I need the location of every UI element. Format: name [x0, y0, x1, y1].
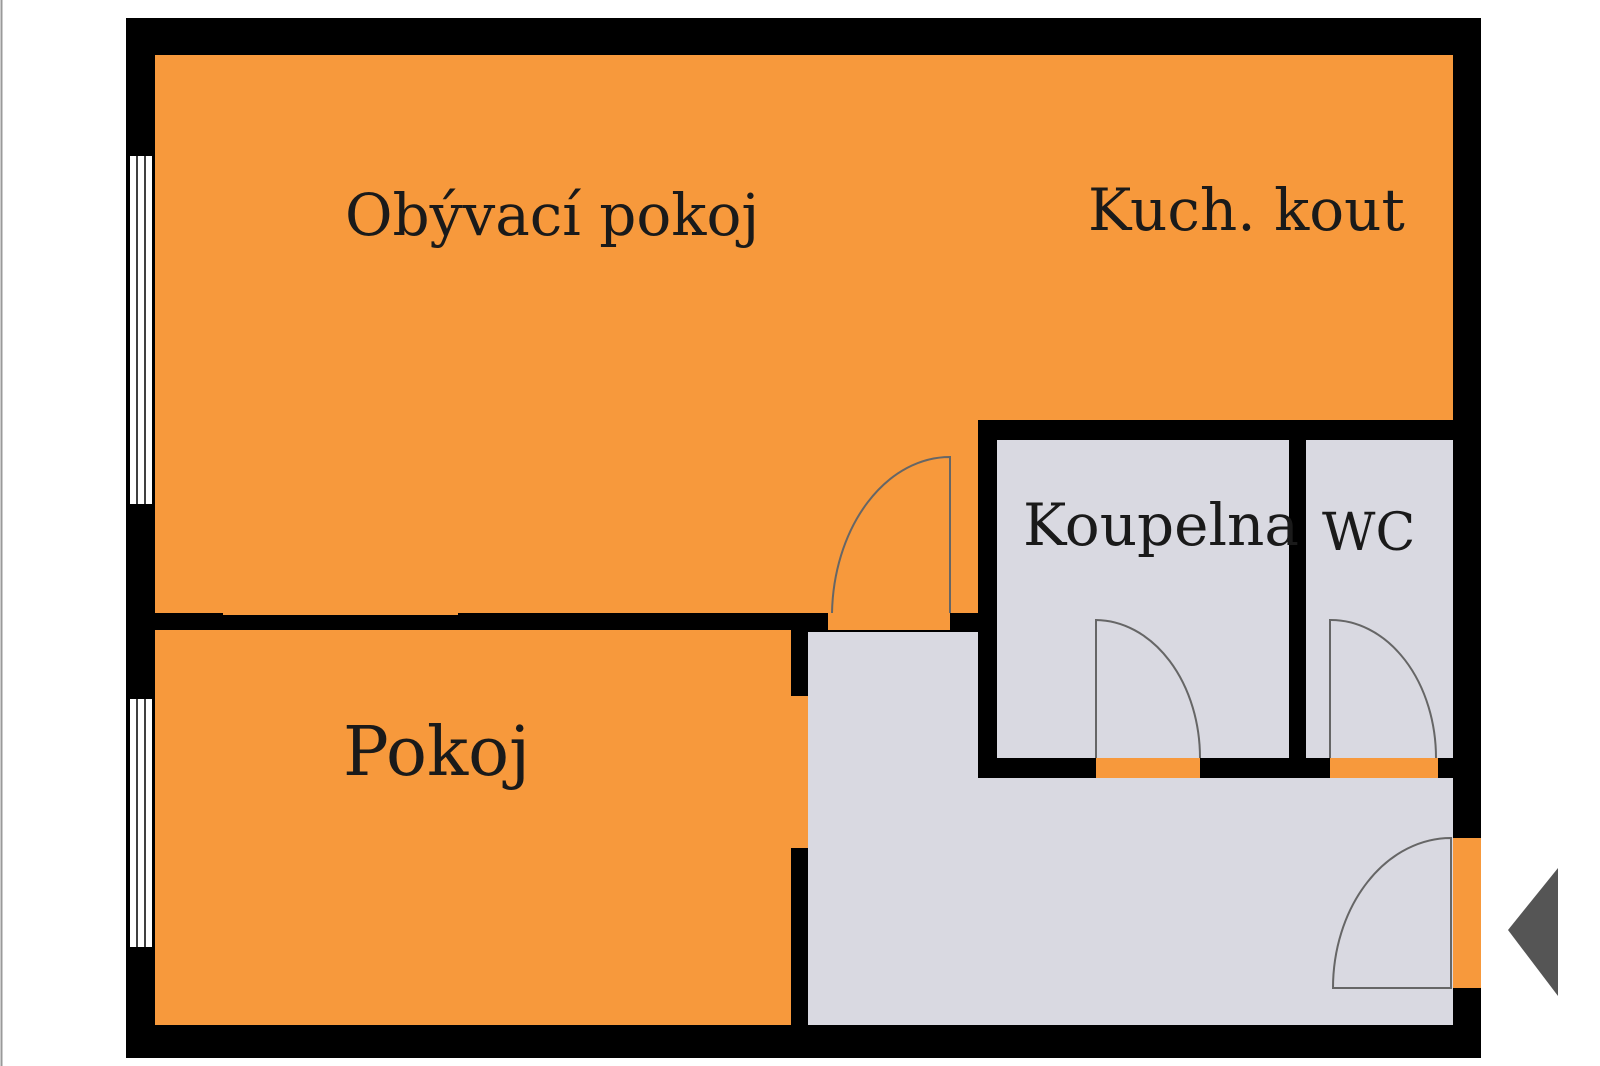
label-living-room: Obývací pokoj — [345, 181, 759, 249]
entrance-door-threshold — [1453, 838, 1481, 988]
label-kitchenette: Kuch. kout — [1088, 176, 1405, 244]
wc-door-threshold — [1330, 758, 1438, 778]
bathroom-area — [997, 440, 1289, 758]
interior-wall-middle — [458, 613, 828, 630]
entrance-arrow-icon — [1508, 868, 1558, 996]
door-swing-icon — [1095, 618, 1201, 759]
label-wc: WC — [1322, 503, 1415, 563]
door-swing-icon — [831, 455, 951, 614]
bedroom-wall-bottom — [791, 848, 808, 1028]
window-icon — [128, 154, 154, 506]
label-bedroom: Pokoj — [343, 713, 530, 792]
hall-door-threshold — [828, 613, 950, 630]
hallway-area — [808, 632, 1453, 1025]
bedroom-doorway — [791, 696, 808, 848]
window-icon — [128, 697, 154, 949]
door-swing-icon — [1331, 836, 1452, 989]
label-bathroom: Koupelna — [1023, 491, 1299, 559]
interior-wall-left — [155, 613, 223, 630]
bedroom-area — [155, 630, 795, 1025]
interior-wall-right — [950, 613, 980, 630]
bathroom-door-threshold — [1096, 758, 1200, 778]
wc-area — [1306, 440, 1453, 758]
door-swing-icon — [1329, 618, 1437, 759]
bedroom-wall-top — [791, 628, 808, 696]
